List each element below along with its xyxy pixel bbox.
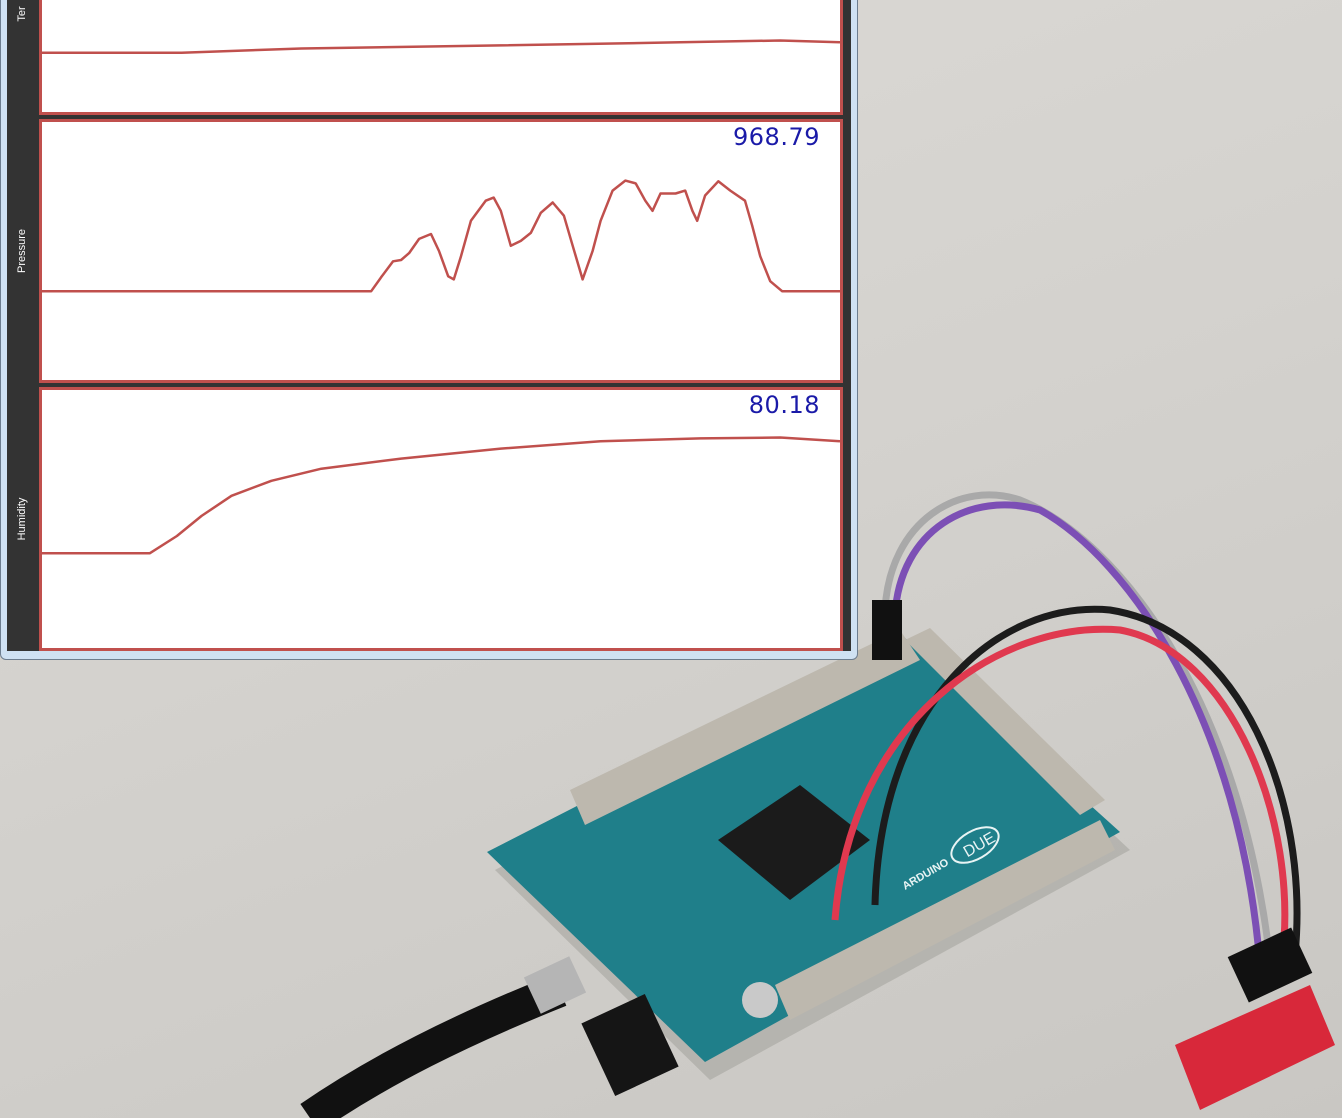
- microcontroller-chip: [718, 785, 870, 900]
- pressure-panel: Pressure 968.79: [7, 119, 851, 383]
- usb-plug: [523, 956, 587, 1014]
- humidity-series-line: [42, 438, 840, 554]
- humidity-current-value: 80.18: [748, 391, 820, 419]
- pressure-plot: 968.79: [39, 119, 843, 383]
- wire-red: [831, 625, 1289, 961]
- temperature-label: Ter: [16, 6, 28, 22]
- temperature-plot: [39, 0, 843, 115]
- wire-purple: [891, 501, 1264, 966]
- pressure-label: Pressure: [16, 228, 28, 274]
- humidity-plot: 80.18: [39, 387, 843, 651]
- header-bottom: [775, 820, 1115, 1020]
- temperature-axis-label: Ter: [7, 3, 37, 25]
- capacitor: [742, 982, 778, 1018]
- plotter-window: Ter Pressure 968.79 Humidity 80.18: [0, 0, 858, 660]
- temperature-panel: [7, 0, 851, 115]
- wire-black: [871, 605, 1301, 956]
- bme280-sensor-board: [1175, 985, 1335, 1110]
- ter-series-line: [42, 41, 840, 53]
- humidity-panel: Humidity 80.18: [7, 387, 851, 651]
- usb-cable: [300, 974, 567, 1118]
- wire-connector: [872, 600, 902, 660]
- plotter-panels: Ter Pressure 968.79 Humidity 80.18: [7, 0, 851, 651]
- due-logo: [950, 826, 1000, 864]
- power-jack: [581, 993, 679, 1097]
- wire-connector: [1227, 927, 1313, 1003]
- humidity-axis-label: Humidity: [7, 387, 37, 651]
- pressure-series-line: [42, 181, 840, 292]
- pressure-axis-label: Pressure: [7, 119, 37, 383]
- header-top: [570, 630, 920, 825]
- humidity-label: Humidity: [16, 497, 28, 541]
- pressure-current-value: 968.79: [733, 123, 820, 151]
